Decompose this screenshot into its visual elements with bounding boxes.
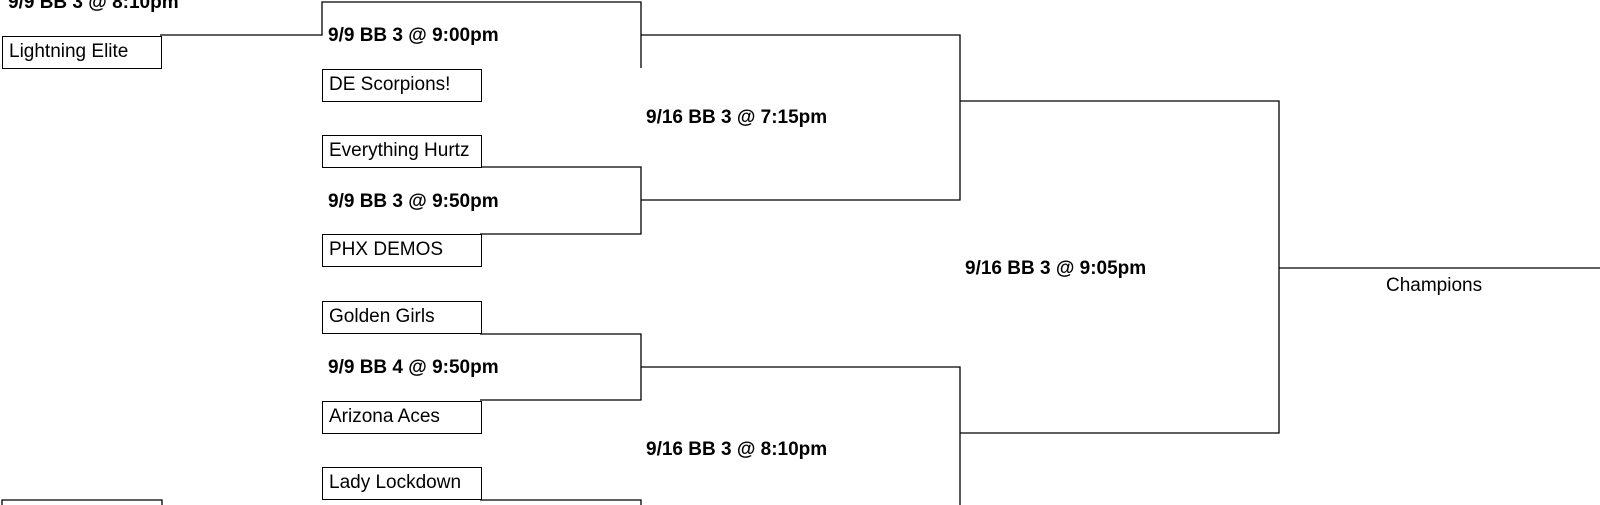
team-box-lightning-elite: Lightning Elite	[2, 36, 162, 69]
match-slot-r2-3: 9/9 BB 4 @ 9:50pm	[328, 357, 499, 378]
match-slot-r2-1: 9/9 BB 3 @ 9:00pm	[328, 25, 499, 46]
connector-r2-m4	[480, 499, 642, 505]
connector-r2-m3-out	[641, 366, 961, 505]
team-box-golden-girls: Golden Girls	[322, 301, 482, 334]
champions-label: Champions	[1386, 275, 1483, 296]
connector-r2-m3	[480, 333, 642, 401]
match-slot-r2-2: 9/9 BB 3 @ 9:50pm	[328, 191, 499, 212]
team-box-de-scorpions: DE Scorpions!	[322, 69, 482, 102]
match-slot-r3-1: 9/16 BB 3 @ 7:15pm	[646, 107, 828, 128]
connector-r1-top	[160, 1, 642, 68]
connector-r1-bottom	[1, 499, 163, 505]
match-slot-r1-1: 9/9 BB 3 @ 8:10pm	[8, 0, 179, 13]
team-box-phx-demos: PHX DEMOS	[322, 234, 482, 267]
team-box-lady-lockdown: Lady Lockdown	[322, 467, 482, 500]
connector-r2-m1	[641, 34, 961, 201]
team-box-everything-hurtz: Everything Hurtz	[322, 135, 482, 168]
match-slot-r3-2: 9/16 BB 3 @ 8:10pm	[646, 439, 828, 460]
connector-r2-m2	[480, 166, 642, 235]
team-box-arizona-aces: Arizona Aces	[322, 401, 482, 434]
match-slot-final: 9/16 BB 3 @ 9:05pm	[965, 258, 1147, 279]
connector-r3-top	[960, 100, 1280, 434]
